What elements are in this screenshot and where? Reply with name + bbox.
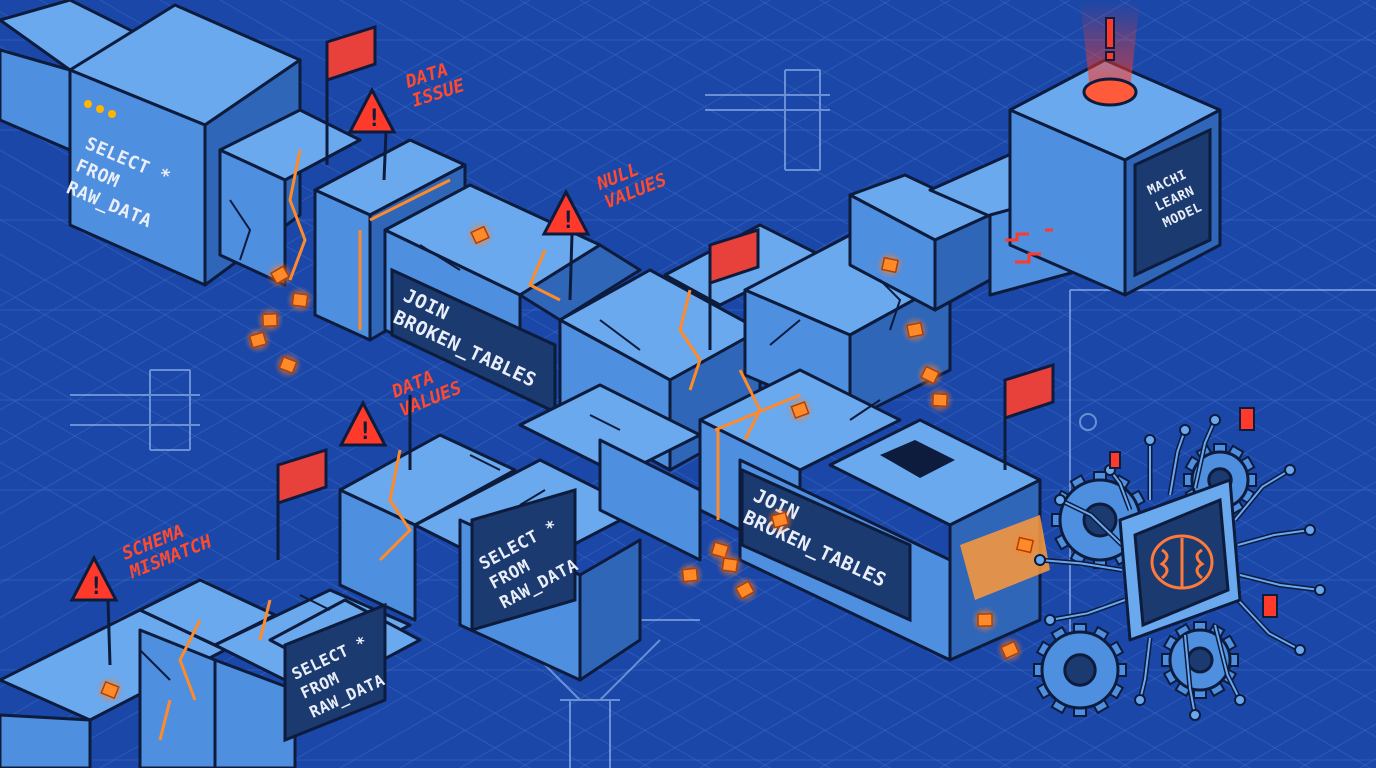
warning-triangle-icon: [338, 399, 388, 447]
circuit-traces: [1034, 414, 1326, 721]
ember: [734, 580, 756, 600]
warning-flags: [276, 24, 1055, 560]
warning-triangle-icon: [69, 554, 119, 602]
ember: [278, 355, 298, 375]
ember: [291, 292, 309, 308]
status-dot: [108, 110, 116, 118]
ember: [906, 321, 924, 339]
ember: [721, 557, 739, 573]
svg-text:!: !: [561, 206, 575, 234]
flag-icon: [1003, 362, 1055, 470]
ai-chip: [1033, 407, 1326, 721]
ember: [100, 680, 120, 700]
svg-text:!: !: [358, 417, 372, 445]
ember: [790, 401, 810, 419]
cracks: [139, 149, 902, 741]
query-panel-middle: SELECT * FROM RAW_DATA: [470, 488, 582, 632]
status-dot: [84, 100, 92, 108]
ember: [269, 265, 291, 285]
ember: [977, 613, 993, 627]
ember: [1015, 536, 1035, 554]
svg-text:!: !: [367, 104, 381, 132]
alarm-light: [1082, 77, 1138, 107]
gear-icon: [1033, 623, 1127, 717]
warning-triangle-icon: [347, 86, 397, 134]
status-dot: [96, 105, 104, 113]
ember: [770, 511, 790, 529]
flag-icon: [325, 24, 377, 165]
ember: [931, 392, 949, 408]
ember: [1000, 640, 1020, 660]
ember: [262, 312, 278, 328]
brain-icon: [1150, 534, 1214, 590]
ember: [920, 365, 940, 385]
ember: [681, 567, 699, 583]
flag-icon: [276, 447, 328, 560]
flag-icon: [708, 227, 760, 350]
ember: [470, 225, 490, 245]
svg-text:!: !: [89, 572, 103, 600]
alert-icon: [1105, 17, 1115, 49]
ember-particles: [96, 221, 1039, 704]
query-box-top-left: SELECT * FROM RAW_DATA: [63, 3, 302, 287]
alert-icon: [1109, 407, 1278, 618]
warning-triangle-icon: [541, 188, 591, 236]
model-box: MACHI LEARN MODEL: [1005, 0, 1222, 297]
ember: [881, 256, 899, 274]
query-panel-bottom-left: SELECT * FROM RAW_DATA: [283, 602, 388, 743]
ember: [248, 331, 268, 349]
